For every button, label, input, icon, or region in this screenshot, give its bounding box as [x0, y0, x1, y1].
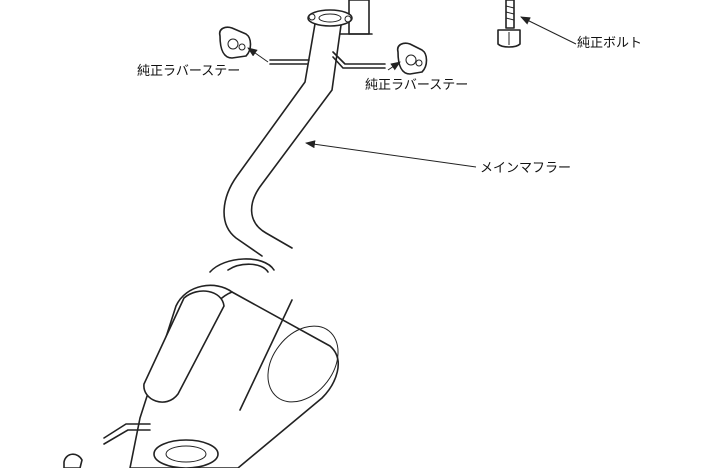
main-pipe	[223, 17, 343, 257]
rubber-stay-left-part	[218, 26, 252, 59]
pipe-flange	[307, 9, 353, 27]
pipe-hanger-right	[332, 51, 386, 69]
leader-muffler	[305, 140, 477, 168]
leader-rubber-left	[247, 47, 269, 63]
rubber-stay-right-label: 純正ラバーステー	[365, 78, 469, 93]
leader-bolt	[520, 16, 577, 45]
rubber-stay-right-part	[396, 42, 428, 75]
rubber-stay-left-label: 純正ラバーステー	[137, 64, 241, 79]
pipe-hanger-left	[269, 59, 310, 65]
leader-rubber-right	[387, 61, 401, 71]
muffler-body	[129, 258, 339, 468]
stock-bolt-label: 純正ボルト	[577, 36, 643, 51]
main-muffler-label: メインマフラー	[480, 161, 572, 176]
stock-bolt-part	[497, 0, 521, 48]
tail-pipe	[153, 439, 219, 468]
rear-hanger	[63, 423, 151, 468]
